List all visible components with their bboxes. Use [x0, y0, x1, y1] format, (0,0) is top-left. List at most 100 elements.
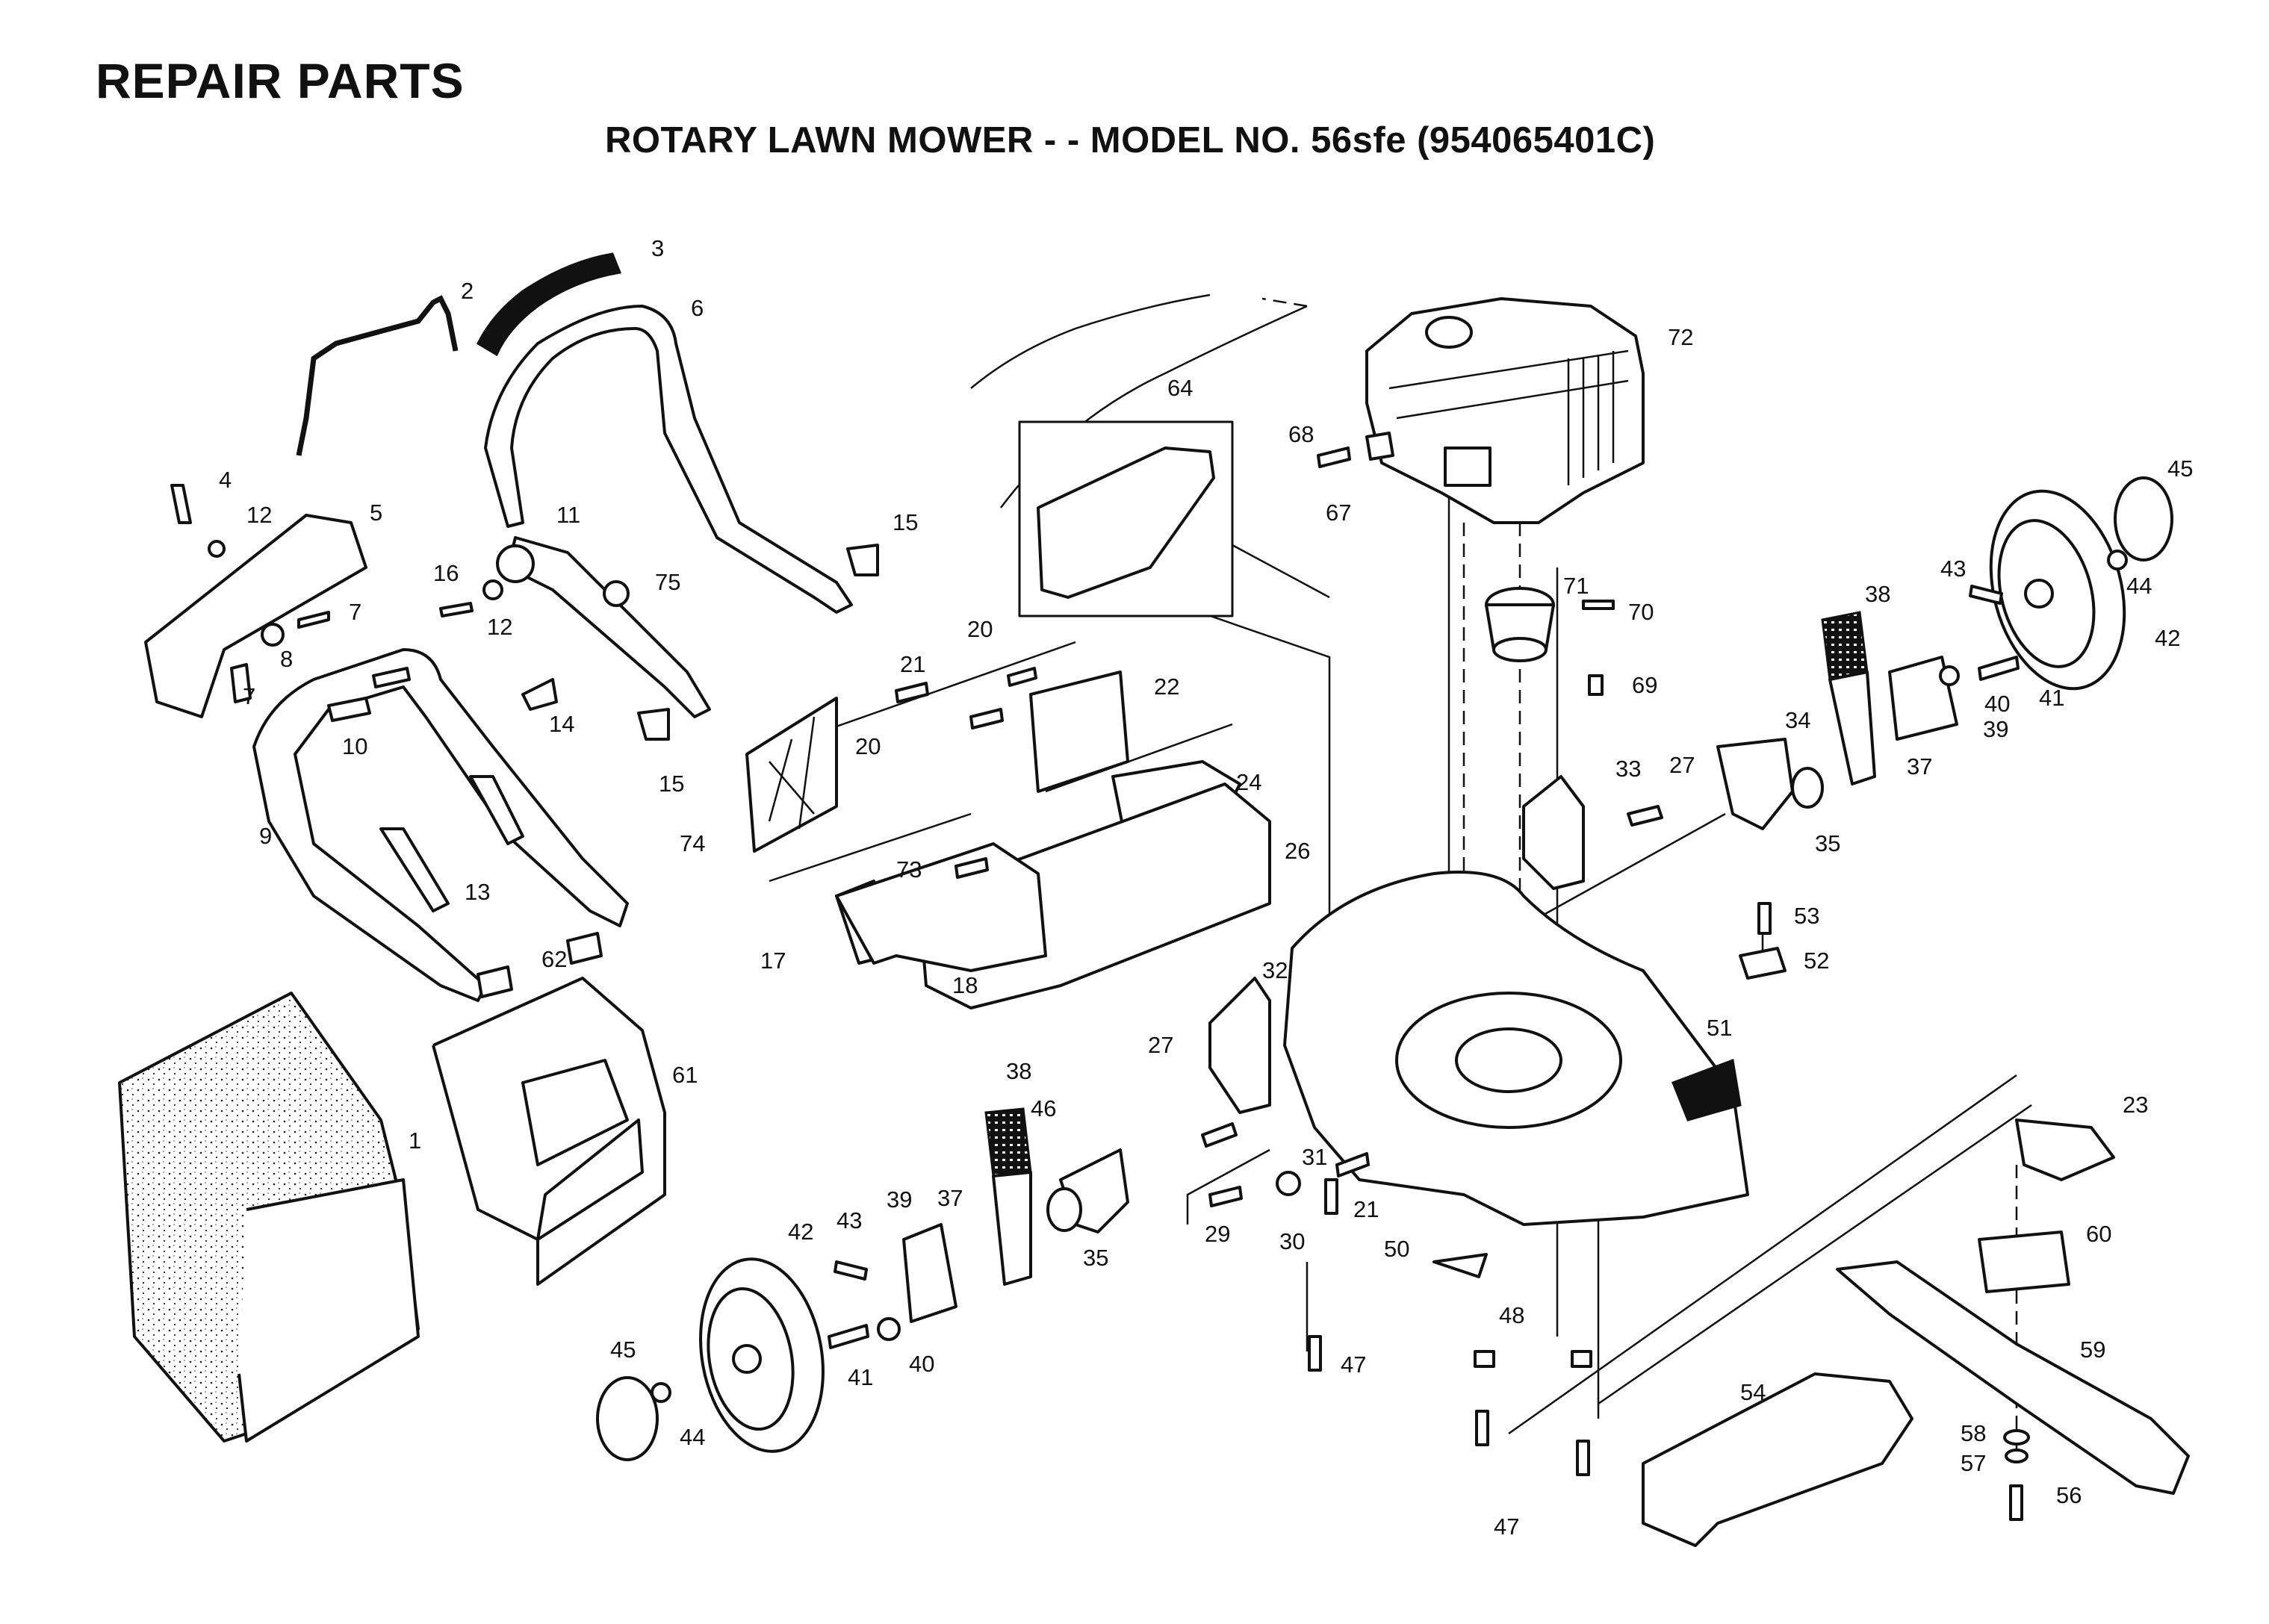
callout-26: 26 [1285, 838, 1310, 864]
model-subtitle: ROTARY LAWN MOWER - - MODEL NO. 56sfe (9… [605, 120, 1656, 161]
part-10-bolt-b [372, 667, 411, 688]
part-53-screw [1757, 902, 1772, 935]
part-23-bracket [2015, 1119, 2115, 1181]
callout-59: 59 [2080, 1337, 2105, 1363]
callout-5: 5 [370, 500, 382, 526]
part-32-height-adjuster [1208, 977, 1271, 1114]
part-73-screw [955, 857, 989, 879]
callout-64: 64 [1167, 375, 1193, 401]
part-51-deck-hole [1455, 1027, 1562, 1093]
part-62-clip-a [566, 932, 603, 965]
part-15-knob-a [846, 544, 879, 576]
part-56-blade-bolt [2009, 1484, 2023, 1521]
part-9-lower-handle [252, 648, 629, 1002]
callout-38a: 38 [1865, 581, 1890, 607]
callout-7b: 7 [243, 683, 255, 709]
part-71-pulley-base [1492, 637, 1548, 662]
callout-48: 48 [1499, 1302, 1524, 1328]
part-11-knob [496, 544, 535, 583]
part-75-nut [603, 580, 630, 607]
callout-21b: 21 [1353, 1196, 1379, 1222]
part-39-bracket-left [902, 1223, 957, 1323]
callout-56: 56 [2056, 1482, 2082, 1508]
part-35-spacer-right [1791, 767, 1824, 809]
callout-6: 6 [691, 295, 704, 321]
part-40-washer-left [877, 1317, 901, 1341]
part-37-adjuster-lever-right [1828, 671, 1876, 785]
callout-37b: 37 [937, 1185, 963, 1211]
callout-14: 14 [549, 711, 574, 737]
part-13-clip-b [469, 775, 524, 845]
part-72-engine-shroud [1365, 297, 1645, 524]
callout-35b: 35 [1083, 1245, 1108, 1271]
part-38-adjuster-grip-left [984, 1107, 1032, 1177]
part-51-deck-vent [1672, 1058, 1742, 1121]
part-12-washer-a [208, 540, 226, 558]
callout-11: 11 [556, 502, 580, 528]
callout-61: 61 [672, 1062, 698, 1088]
part-59-blade [1836, 1260, 2190, 1495]
callout-12b: 12 [487, 614, 512, 640]
part-6-upper-handle [484, 305, 853, 614]
callout-47b: 47 [1494, 1513, 1519, 1540]
callout-52: 52 [1804, 948, 1829, 974]
callout-1: 1 [409, 1127, 421, 1154]
part-30-nut [1276, 1171, 1301, 1196]
callout-57: 57 [1961, 1450, 1986, 1476]
part-16-bolt [439, 602, 474, 617]
callout-4: 4 [219, 467, 232, 493]
callout-41a: 41 [2039, 685, 2064, 711]
callout-33: 33 [1615, 756, 1641, 782]
part-4-bolt [170, 484, 192, 524]
callout-15b: 15 [659, 771, 684, 797]
callout-45a: 45 [2167, 455, 2193, 482]
callout-74: 74 [680, 830, 705, 856]
part-21-bolt-b [895, 682, 929, 703]
callout-60: 60 [2086, 1221, 2111, 1247]
part-44-nut-left [651, 1382, 671, 1403]
part-48-nut-a [1474, 1350, 1495, 1368]
callout-18: 18 [952, 972, 978, 998]
part-48-nut-b [1571, 1350, 1592, 1368]
callout-46: 46 [1031, 1095, 1056, 1121]
part-21-bolt-a [1324, 1178, 1338, 1215]
part-45-hubcap-right [2114, 476, 2173, 561]
part-74-label [745, 697, 838, 853]
callout-37a: 37 [1907, 753, 1932, 780]
callout-12a: 12 [246, 502, 272, 528]
callout-44b: 44 [680, 1424, 705, 1450]
callout-73: 73 [896, 856, 922, 883]
part-29-bolt [1208, 1186, 1243, 1207]
callout-27b: 27 [1148, 1032, 1173, 1058]
callout-75: 75 [655, 569, 680, 595]
part-10-bolt-a [327, 697, 371, 722]
part-72-oil-cap [1425, 316, 1473, 349]
part-2-control-bail [296, 295, 459, 456]
callout-70: 70 [1628, 599, 1654, 625]
callout-24: 24 [1236, 769, 1261, 795]
part-68-screw [1317, 447, 1351, 468]
callout-10: 10 [342, 733, 367, 759]
part-69-plug [1588, 674, 1604, 696]
callout-34: 34 [1785, 707, 1810, 733]
part-47-bolt-c [1576, 1440, 1590, 1476]
part-41-bolt-right [1978, 656, 2020, 681]
part-38-adjuster-grip-right [1821, 611, 1869, 681]
callout-27a: 27 [1669, 752, 1695, 778]
callout-72: 72 [1668, 324, 1693, 350]
callout-13: 13 [465, 879, 490, 905]
callout-20a: 20 [967, 616, 993, 642]
callout-51: 51 [1707, 1015, 1732, 1041]
callout-43a: 43 [1940, 556, 1966, 582]
part-57-washer [2005, 1449, 2029, 1463]
part-5-handle-panel [144, 514, 367, 718]
part-47-bolt-b [1475, 1410, 1489, 1446]
part-20-screw-b [1007, 667, 1037, 687]
callout-50: 50 [1384, 1236, 1409, 1262]
callout-42a: 42 [2155, 625, 2180, 651]
callout-20b: 20 [855, 733, 881, 759]
part-18-rear-cover [835, 842, 1047, 972]
callout-40a: 40 [1984, 691, 2010, 717]
